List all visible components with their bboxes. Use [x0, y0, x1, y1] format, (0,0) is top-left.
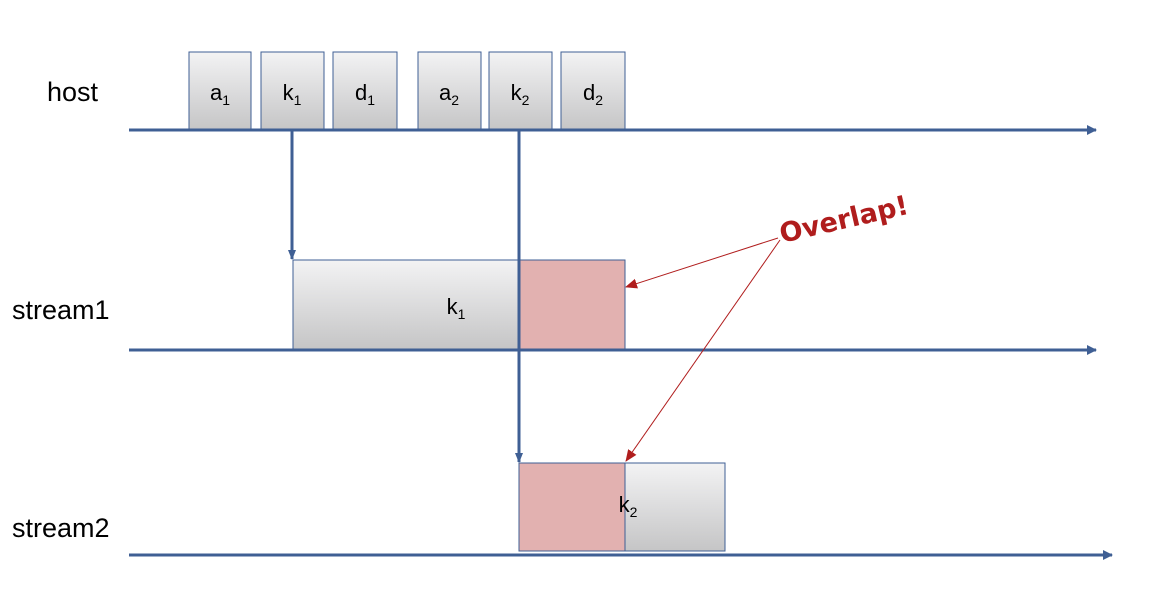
host-op-a2: a2: [417, 51, 482, 131]
overlap-annotation: Overlap!: [777, 190, 912, 250]
stream1-kernel-k1: k1: [292, 259, 626, 350]
host-op-d2-label: d: [583, 80, 595, 105]
host-op-k1-label: k: [283, 80, 295, 105]
row-label-host: host: [47, 77, 99, 107]
svg-text:k1: k1: [283, 80, 302, 108]
row-label-stream2: stream2: [12, 513, 110, 543]
svg-text:k2: k2: [619, 492, 638, 520]
svg-text:a1: a1: [210, 80, 230, 108]
svg-text:d1: d1: [355, 80, 375, 108]
stream2-kernel-k2: k2: [518, 462, 726, 552]
row-label-stream1: stream1: [12, 295, 110, 325]
overlap-pointer-stream1: [625, 237, 779, 289]
svg-text:k2: k2: [511, 80, 530, 108]
stream1-kernel-label: k: [447, 294, 459, 319]
overlap-pointer-stream2: [625, 239, 781, 462]
stream1-overlap-region: [519, 259, 626, 350]
svg-text:d2: d2: [583, 80, 603, 108]
stream2-kernel-label: k: [619, 492, 631, 517]
svg-text:k1: k1: [447, 294, 466, 322]
host-op-a2-label: a: [439, 80, 452, 105]
svg-text:a2: a2: [439, 80, 459, 108]
host-op-d1-label: d: [355, 80, 367, 105]
stream2-overlap-region: [518, 462, 626, 552]
host-op-d2: d2: [560, 51, 626, 131]
host-op-k2-label: k: [511, 80, 523, 105]
host-op-d1: d1: [332, 51, 398, 131]
host-op-a1-label: a: [210, 80, 223, 105]
host-op-a1: a1: [188, 51, 252, 131]
host-op-k2: k2: [488, 51, 553, 131]
host-op-k1: k1: [260, 51, 325, 131]
